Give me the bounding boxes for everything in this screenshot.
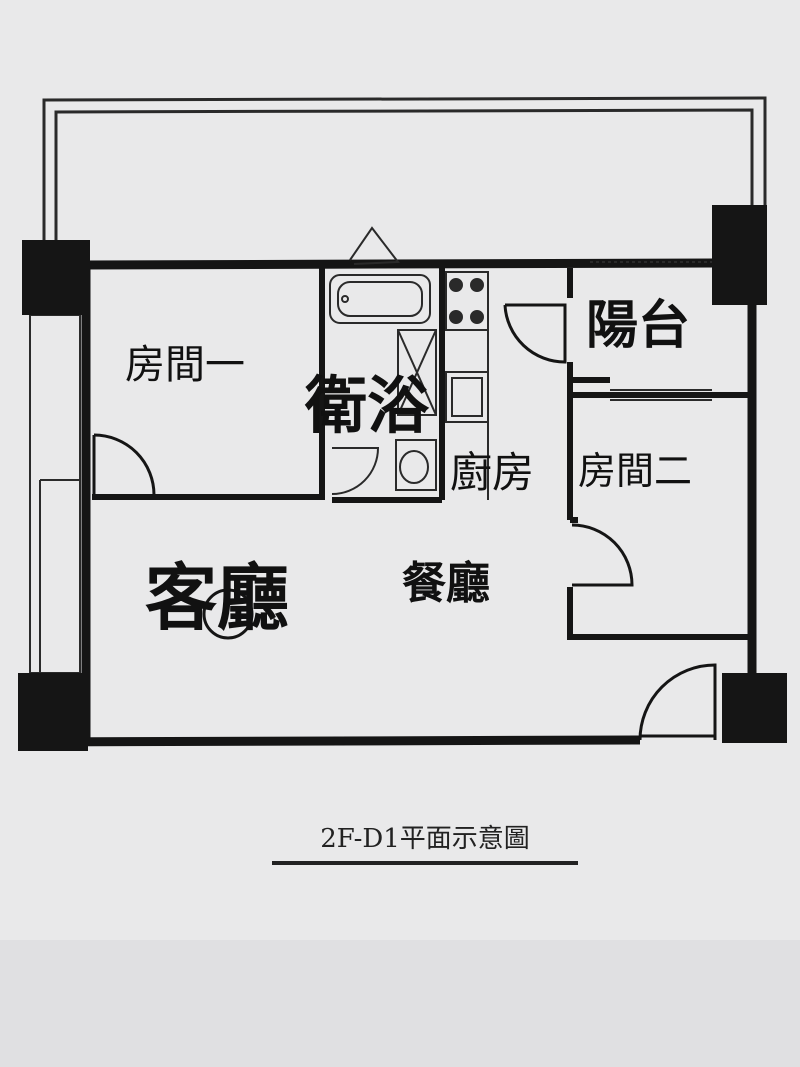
paper-lower-sheet — [0, 940, 800, 1067]
kitchen-label: 廚房 — [450, 448, 535, 497]
left-window-strip — [29, 314, 81, 674]
room1-label: 房間一 — [125, 342, 245, 388]
structural-columns — [18, 205, 787, 751]
interior-walls — [92, 268, 752, 640]
kitchen-fixtures — [445, 271, 489, 500]
door-swings — [92, 303, 717, 741]
exterior-walls — [21, 258, 757, 747]
plan-caption: 2F-D1平面示意圖 — [272, 818, 578, 865]
living-room-label: 客廳 — [145, 556, 290, 640]
balcony-label: 陽台 — [586, 296, 691, 356]
terrace-outline — [42, 96, 767, 240]
living-fixture — [202, 588, 254, 640]
dining-room-label: 餐廳 — [402, 558, 490, 609]
bathroom-fixtures — [329, 226, 437, 495]
balcony-window — [590, 261, 712, 401]
room2-label: 房間二 — [578, 449, 693, 493]
bathroom-label: 衛浴 — [305, 369, 430, 442]
